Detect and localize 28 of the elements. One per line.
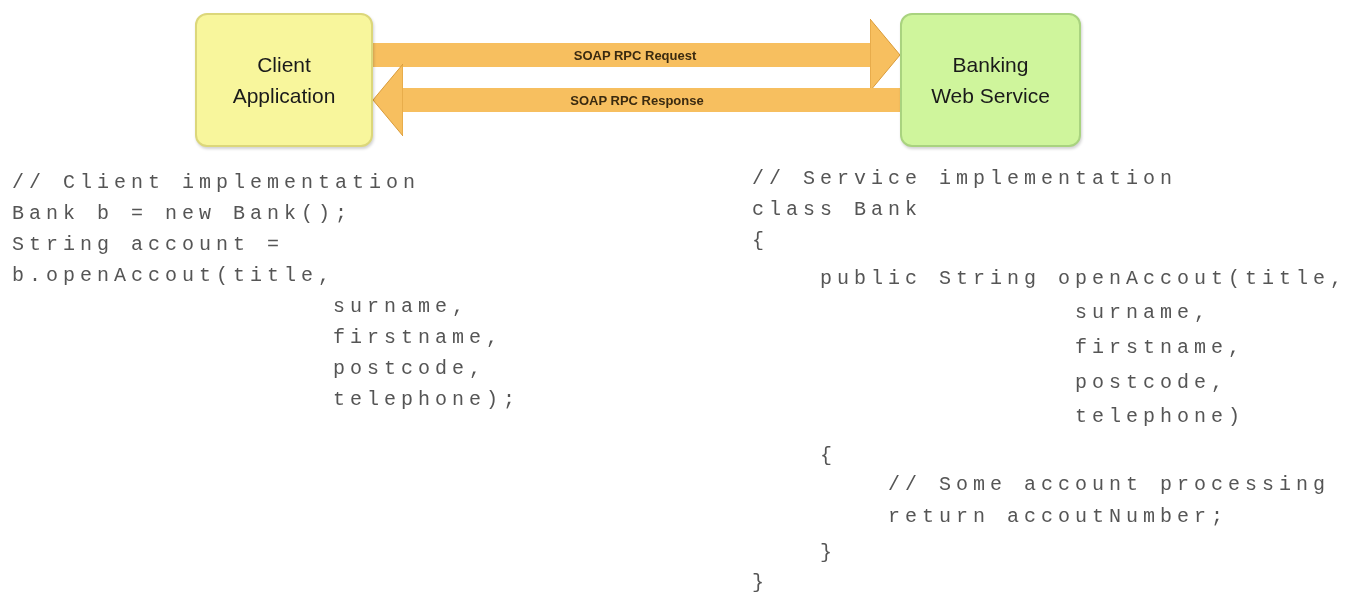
code-line: // Service implementation: [752, 166, 1178, 192]
code-line: telephone);: [333, 387, 521, 413]
code-line: b.openAccout(title,: [12, 263, 336, 289]
code-line: telephone): [1075, 404, 1246, 430]
code-line: {: [752, 228, 769, 254]
code-line: postcode,: [1075, 370, 1229, 396]
code-line: firstname,: [1075, 335, 1246, 361]
component-box: [900, 13, 1081, 147]
code-line: }: [820, 540, 837, 566]
code-line: return accoutNumber;: [888, 504, 1229, 530]
code-line: public String openAccout(title,: [820, 266, 1348, 292]
code-line: Bank b = new Bank();: [12, 201, 353, 227]
component-label: Banking Web Service: [930, 52, 1051, 109]
code-line: postcode,: [333, 356, 487, 382]
code-line: surname,: [1075, 300, 1211, 326]
edge-label: SOAP RPC Request: [573, 47, 697, 63]
code-line: String account =: [12, 232, 285, 258]
code-line: firstname,: [333, 325, 504, 351]
code-line: // Client implementation: [12, 170, 421, 196]
block-arrow: [372, 63, 900, 137]
component-box: [195, 13, 373, 147]
code-line: // Some account processing: [888, 472, 1331, 498]
code-line: surname,: [333, 294, 469, 320]
edge-label: SOAP RPC Response: [570, 92, 704, 108]
code-line: class Bank: [752, 197, 923, 223]
component-label: Client Application: [231, 52, 337, 109]
code-line: }: [752, 570, 769, 596]
code-line: {: [820, 443, 837, 469]
